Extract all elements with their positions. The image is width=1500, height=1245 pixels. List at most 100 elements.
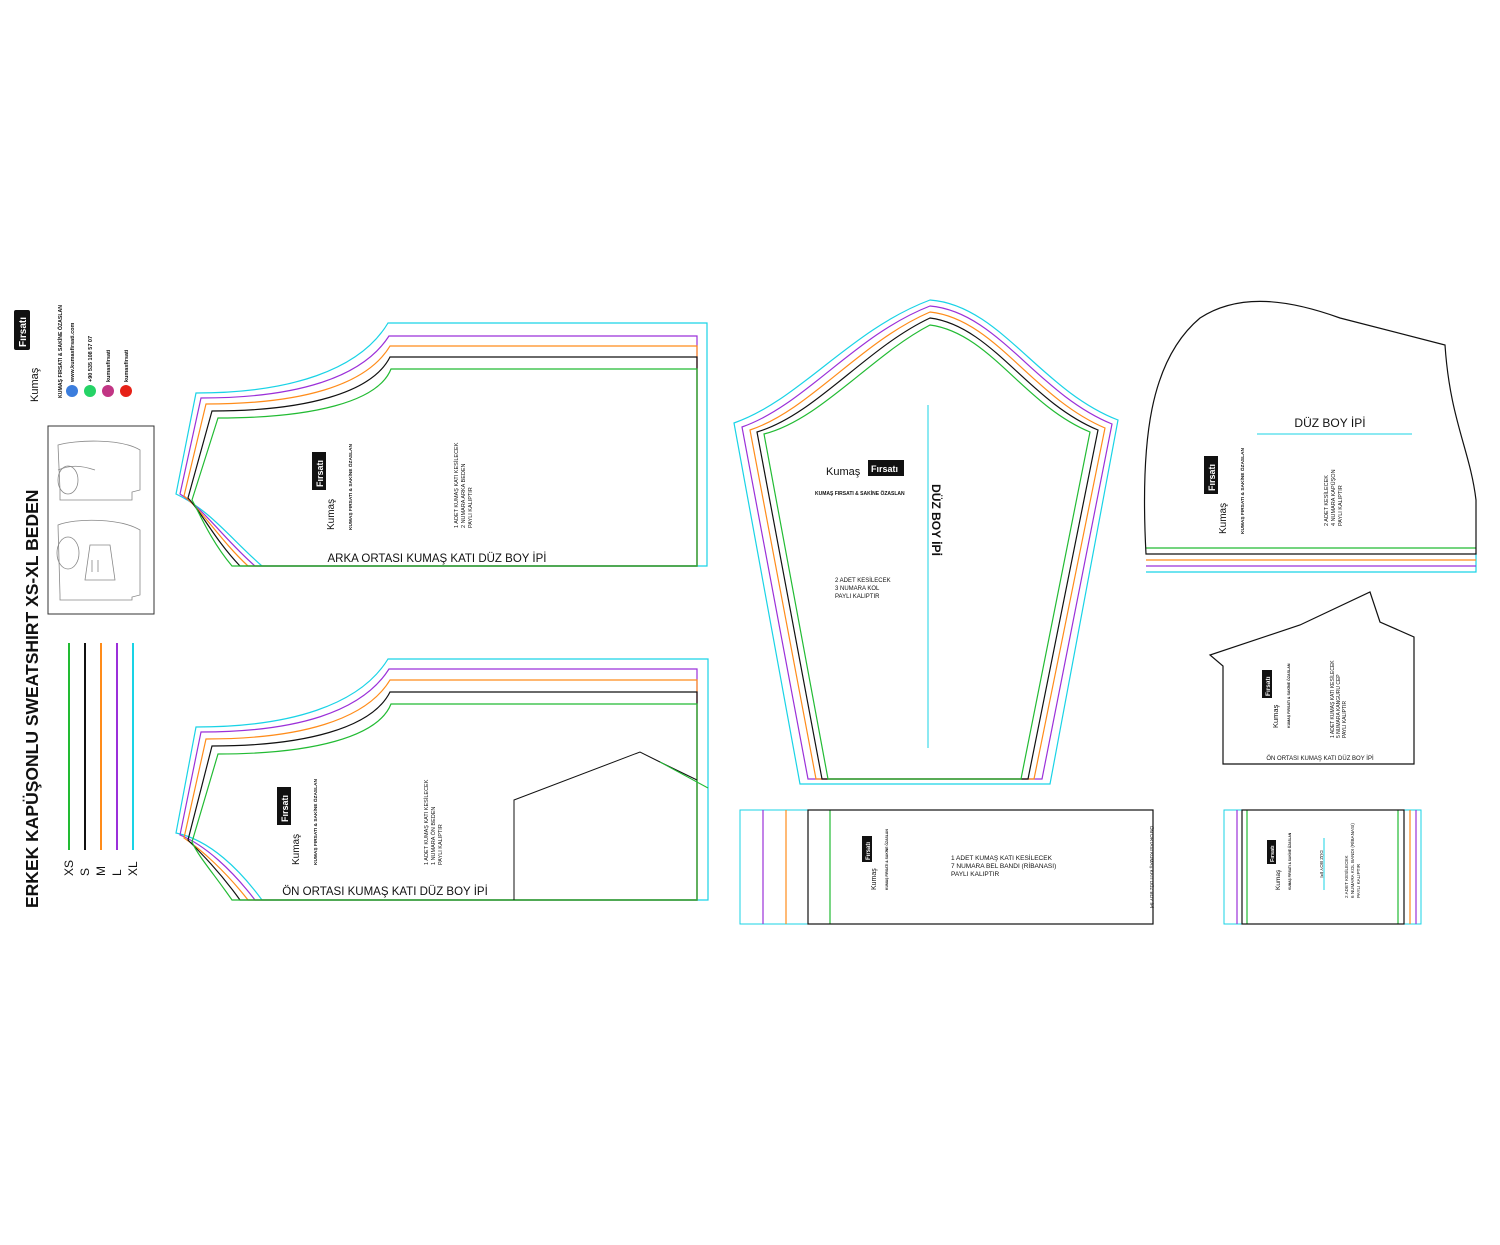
hoodie-sketch-icon	[56, 440, 141, 601]
legend-label-xl: XL	[126, 861, 140, 876]
front-logo-bag-icon	[277, 787, 291, 825]
sleeve-note-line-3: PAYLI KALIPTIR	[835, 594, 880, 600]
logo-text-2: Fırsatı	[18, 317, 29, 347]
pocket-logo-bag-icon	[1262, 670, 1272, 698]
sheet-title: ERKEK KAPÜŞONLU SWEATSHIRT XS-XL BEDEN	[22, 490, 42, 908]
back-logo-credit: KUMAŞ FIRSATI & SAKİNE ÖZASLAN	[347, 443, 354, 530]
legend-label-xs: XS	[62, 860, 76, 876]
logo-text-1: Kumaş	[29, 367, 41, 402]
back-note-line-3: PAYLI KALIPTIR	[468, 487, 474, 528]
front-note-line-2: 1 NUMARA ÖN BEDEN	[430, 807, 437, 865]
instagram-icon	[102, 385, 114, 397]
info-panel: ERKEK KAPÜŞONLU SWEATSHIRT XS-XL BEDEN K…	[14, 305, 155, 908]
pocket-logo-credit: KUMAŞ FIRSATI & SAKİNE ÖZASLAN	[1286, 663, 1291, 728]
waistband-note-line-3: PAYLI KALIPTIR	[951, 871, 999, 878]
hood-note-line-3: PAYLI KALIPTIR	[1338, 485, 1344, 526]
hood-note: 2 ADET KESİLECEK 4 NUMARA KAPÜŞON PAYLI …	[1323, 469, 1344, 526]
sleeve-grain-label: DÜZ BOY İPİ	[929, 484, 944, 556]
hood-note-line-1: 2 ADET KESİLECEK	[1323, 475, 1330, 526]
waistband-note: 1 ADET KUMAŞ KATI KESİLECEK 7 NUMARA BEL…	[951, 853, 1056, 878]
contact-text-1: www.kumasfirsati.com	[70, 322, 76, 383]
cuff-logo-credit: KUMAŞ FIRSATI & SAKİNE ÖZASLAN	[1287, 832, 1292, 890]
back-body-piece: ARKA ORTASI KUMAŞ KATI DÜZ BOY İPİ Kumaş…	[175, 322, 708, 567]
waistband-logo-bag-icon	[862, 836, 872, 862]
waistband-logo: Kumaş Fırsatı KUMAŞ FIRSATI & SAKİNE ÖZA…	[862, 829, 889, 890]
hood-note-line-2: 4 NUMARA KAPÜŞON	[1330, 469, 1337, 526]
legend-label-l: L	[110, 869, 124, 876]
front-note: 1 ADET KUMAŞ KATI KESİLECEK 1 NUMARA ÖN …	[423, 779, 444, 865]
youtube-icon	[120, 385, 132, 397]
sleeve-logo-bag-icon	[868, 460, 904, 476]
pocket-grain-label: ÖN ORTASI KUMAŞ KATI DÜZ BOY İPİ	[1266, 755, 1374, 762]
hood-grain-label: DÜZ BOY İPİ	[1294, 416, 1365, 430]
cuff-logo-text-2: Fırsatı	[1270, 845, 1276, 862]
back-grain-label: ARKA ORTASI KUMAŞ KATI DÜZ BOY İPİ	[328, 552, 547, 565]
cuff-piece: DÜZ BOY İPİ Kumaş Fırsatı KUMAŞ FIRSATI …	[1223, 809, 1422, 925]
cuff-grain-label: DÜZ BOY İPİ	[1319, 850, 1325, 877]
logo-bag-icon	[14, 310, 30, 350]
hood-logo-text-1: Kumaş	[1218, 503, 1229, 534]
pocket-logo-text-2: Fırsatı	[1265, 676, 1272, 696]
waistband-logo-credit: KUMAŞ FIRSATI & SAKİNE ÖZASLAN	[884, 829, 889, 890]
front-logo-credit: KUMAŞ FIRSATI & SAKİNE ÖZASLAN	[312, 778, 319, 865]
front-grain-label: ÖN ORTASI KUMAŞ KATI DÜZ BOY İPİ	[282, 885, 488, 898]
sleeve-logo-text-2: Fırsatı	[871, 464, 898, 474]
cuff-logo: Kumaş Fırsatı KUMAŞ FIRSATI & SAKİNE ÖZA…	[1267, 832, 1292, 890]
front-logo: Kumaş Fırsatı KUMAŞ FIRSATI & SAKİNE ÖZA…	[277, 778, 319, 865]
contact-text-4: kumasfirsati	[124, 349, 130, 382]
sleeve-note: 2 ADET KESİLECEK 3 NUMARA KOL PAYLI KALI…	[835, 577, 891, 600]
sleeve-logo-credit: KUMAŞ FIRSATI & SAKİNE ÖZASLAN	[815, 490, 905, 497]
brand-logo: Kumaş Fırsatı	[14, 310, 41, 402]
waistband-logo-text-1: Kumaş	[871, 868, 878, 890]
pocket-logo: Kumaş Fırsatı KUMAŞ FIRSATI & SAKİNE ÖZA…	[1262, 663, 1291, 728]
sleeve-piece: DÜZ BOY İPİ Kumaş Fırsatı KUMAŞ FIRSATI …	[733, 299, 1119, 785]
back-note-line-2: 2 NUMARA ARKA BEDEN	[461, 463, 467, 528]
front-note-line-1: 1 ADET KUMAŞ KATI KESİLECEK	[423, 779, 430, 865]
legend-label-s: S	[78, 868, 92, 876]
hood-logo-credit: KUMAŞ FIRSATI & SAKİNE ÖZASLAN	[1239, 447, 1246, 534]
front-logo-text-2: Fırsatı	[280, 795, 290, 822]
sleeve-logo-text-1: Kumaş	[826, 466, 861, 478]
back-note: 1 ADET KUMAŞ KATI KESİLECEK 2 NUMARA ARK…	[453, 442, 474, 528]
cuff-note-line-1: 2 ADET KESİLECEK	[1343, 855, 1349, 898]
cuff-logo-text-1: Kumaş	[1275, 869, 1282, 890]
contact-text-2: +90 535 108 57 07	[88, 336, 94, 382]
hood-piece: DÜZ BOY İPİ Kumaş Fırsatı KUMAŞ FIRSATI …	[1143, 300, 1477, 573]
back-logo: Kumaş Fırsatı KUMAŞ FIRSATI & SAKİNE ÖZA…	[312, 443, 354, 530]
back-logo-bag-icon	[312, 452, 326, 490]
cuff-logo-bag-icon	[1267, 840, 1276, 864]
contact-text-3: kumasfirsati	[106, 349, 112, 382]
brand-credit: KUMAŞ FIRSATI & SAKİNE ÖZASLAN	[57, 305, 64, 398]
pocket-note-line-2: 5 NUMARA KANGURU CEP	[1336, 674, 1342, 738]
hoodie-sketch-frame	[47, 425, 155, 615]
front-note-line-3: PAYLI KALIPTIR	[438, 824, 444, 865]
back-note-line-1: 1 ADET KUMAŞ KATI KESİLECEK	[453, 442, 460, 528]
waistband-grain-label: ÖN ORTASI KUMAŞ KATI DÜZ BOY İPİ	[1149, 826, 1155, 908]
sleeve-note-line-2: 3 NUMARA KOL	[835, 586, 880, 592]
pocket-note: 1 ADET KUMAŞ KATI KESİLECEK 5 NUMARA KAN…	[1329, 660, 1348, 738]
front-logo-text-1: Kumaş	[291, 834, 302, 865]
whatsapp-icon	[84, 385, 96, 397]
waistband-logo-text-2: Fırsatı	[866, 842, 872, 860]
waistband-note-line-1: 1 ADET KUMAŞ KATI KESİLECEK	[951, 853, 1053, 862]
cuff-note-line-2: 6 NUMARA KOL BANDI (RİBANASI)	[1349, 823, 1355, 898]
pocket-note-line-1: 1 ADET KUMAŞ KATI KESİLECEK	[1329, 660, 1336, 738]
back-logo-text-2: Fırsatı	[315, 460, 325, 487]
pocket-piece: ÖN ORTASI KUMAŞ KATI DÜZ BOY İPİ Kumaş F…	[1208, 591, 1415, 765]
back-logo-text-1: Kumaş	[326, 499, 337, 530]
globe-icon	[66, 385, 78, 397]
contact-list: www.kumasfirsati.com +90 535 108 57 07 kum…	[66, 322, 132, 397]
cuff-note-line-3: PAYLI KALIPTIR	[1356, 863, 1361, 898]
sleeve-note-line-1: 2 ADET KESİLECEK	[835, 577, 891, 584]
sleeve-logo: Kumaş Fırsatı KUMAŞ FIRSATI & SAKİNE ÖZA…	[815, 460, 905, 497]
cuff-note: 2 ADET KESİLECEK 6 NUMARA KOL BANDI (RİB…	[1343, 823, 1361, 898]
legend-label-m: M	[94, 866, 108, 876]
waistband-piece: Kumaş Fırsatı KUMAŞ FIRSATI & SAKİNE ÖZA…	[739, 809, 1155, 925]
hood-logo: Kumaş Fırsatı KUMAŞ FIRSATI & SAKİNE ÖZA…	[1204, 447, 1246, 534]
pocket-note-line-3: PAYLI KALIPTIR	[1342, 701, 1348, 738]
hood-logo-text-2: Fırsatı	[1207, 464, 1217, 491]
front-body-piece: ÖN ORTASI KUMAŞ KATI DÜZ BOY İPİ Kumaş F…	[175, 658, 709, 901]
hood-logo-bag-icon	[1204, 456, 1218, 494]
